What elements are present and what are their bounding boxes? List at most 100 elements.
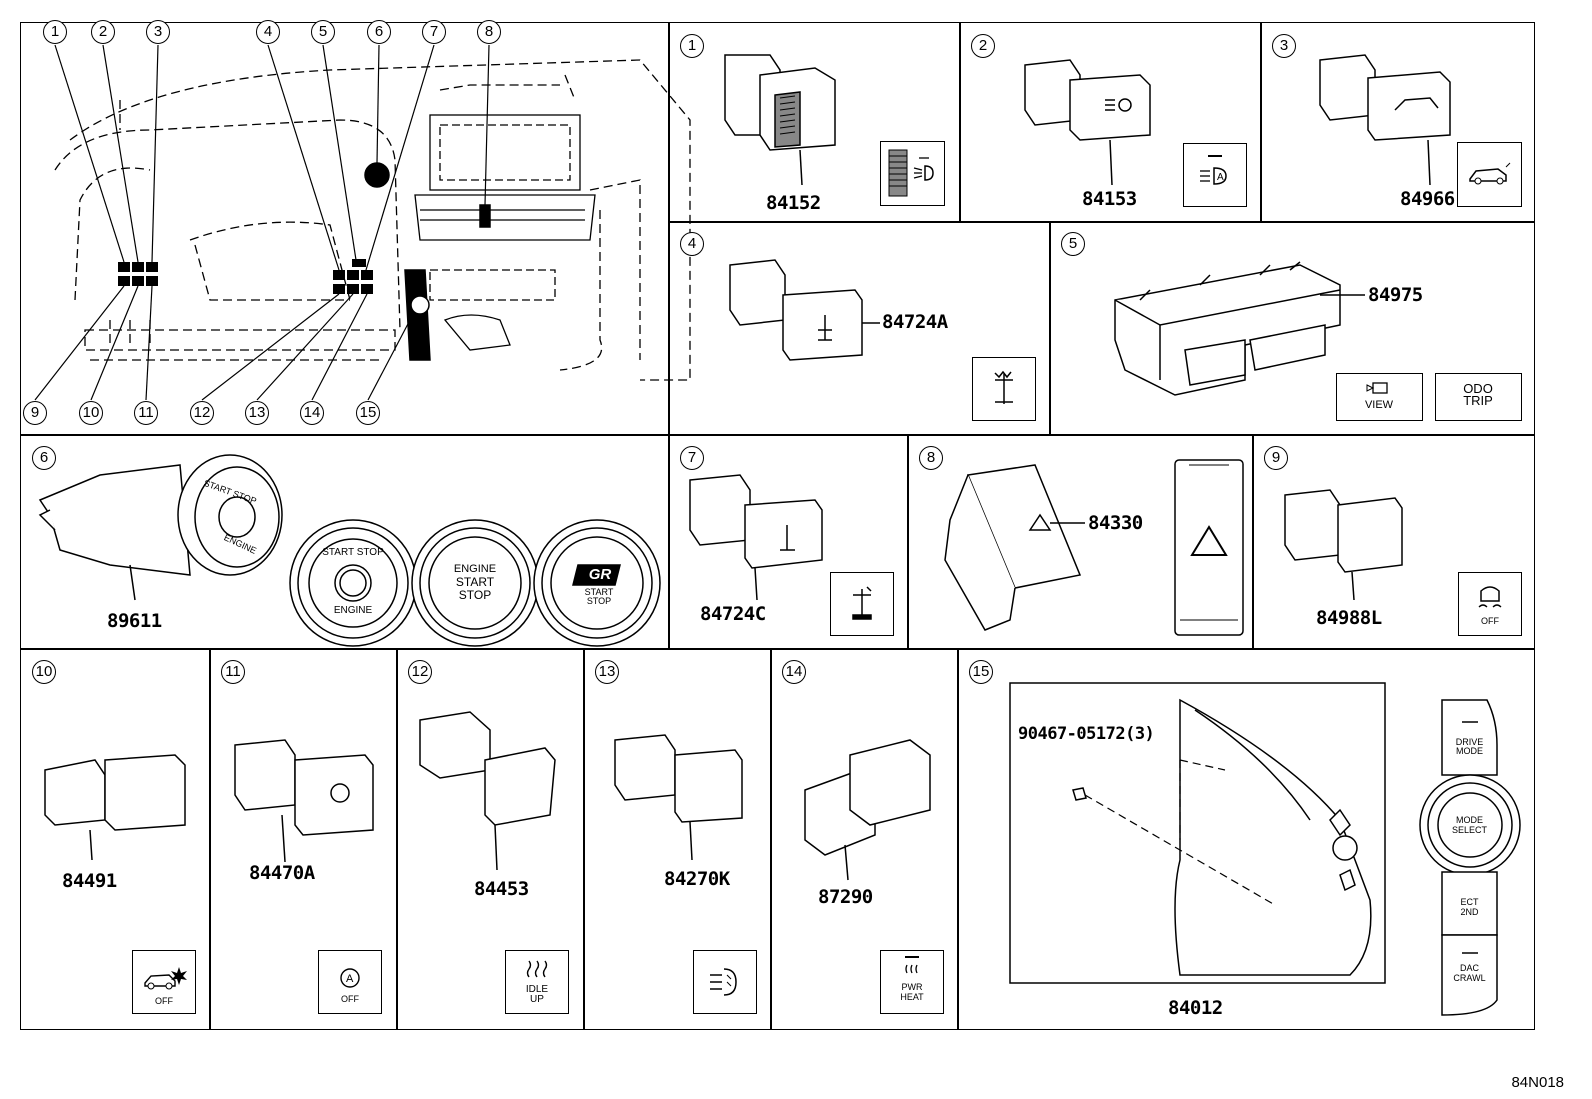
part-number-90467-05172[interactable]: 90467-05172(3) xyxy=(1018,724,1155,744)
odo-label: ODO xyxy=(1463,381,1493,396)
callout-12: 12 xyxy=(190,401,214,425)
icon-box-84724A xyxy=(972,357,1036,421)
part-number-84330[interactable]: 84330 xyxy=(1088,512,1143,534)
cell-6[interactable] xyxy=(20,434,670,650)
parking-sensor-icon xyxy=(144,967,187,990)
part-number-84453[interactable]: 84453 xyxy=(474,878,529,900)
camera-view-icon xyxy=(1366,382,1388,394)
part-84330-drawing xyxy=(944,464,1085,631)
svg-text:A: A xyxy=(346,973,354,985)
right-switch-block xyxy=(333,259,373,294)
part-number-84975[interactable]: 84975 xyxy=(1368,284,1423,306)
icon-box-84470A: A OFF xyxy=(318,950,382,1014)
callout-3: 3 xyxy=(146,20,170,44)
part-number-84270K[interactable]: 84270K xyxy=(664,868,730,890)
callout-6: 6 xyxy=(367,20,391,44)
mode-select-mode-label: MODE xyxy=(1456,815,1483,825)
idle-label: IDLE xyxy=(525,984,549,995)
cell-badge-10: 10 xyxy=(32,660,56,684)
part-number-84988L[interactable]: 84988L xyxy=(1316,607,1382,629)
cell-badge-9: 9 xyxy=(1264,446,1288,470)
cell-badge-7: 7 xyxy=(680,446,704,470)
cell-4[interactable] xyxy=(668,221,1051,436)
part-84491-drawing xyxy=(44,754,186,861)
part-84975-drawing xyxy=(1114,261,1365,396)
bolt-dashed-lines xyxy=(1084,759,1276,906)
drive-label: DRIVE xyxy=(1455,737,1484,747)
gr-logo: GR xyxy=(588,566,612,583)
cell-overview xyxy=(20,22,670,436)
start-label-v2: START xyxy=(455,575,495,589)
leader-lines xyxy=(34,44,490,401)
pwr-label: PWR xyxy=(901,982,923,992)
cell-1[interactable] xyxy=(668,22,961,223)
left-switch-block xyxy=(118,262,158,286)
part-84724C-drawing xyxy=(689,474,823,601)
part-number-84012[interactable]: 84012 xyxy=(1168,997,1223,1019)
off-label-84491: OFF xyxy=(155,996,173,1006)
cell-15[interactable] xyxy=(957,648,1535,1030)
cell-badge-15: 15 xyxy=(969,660,993,684)
callout-2: 2 xyxy=(91,20,115,44)
second-label: 2ND xyxy=(1460,907,1479,917)
drivetrain-icon xyxy=(994,370,1013,404)
cell-12[interactable] xyxy=(396,648,585,1030)
crawl-label: CRAWL xyxy=(1453,973,1486,983)
callout-7: 7 xyxy=(422,20,446,44)
icon-box-84453: IDLE UP xyxy=(505,950,569,1014)
icon-box-84966 xyxy=(1457,142,1522,207)
callout-13: 13 xyxy=(245,401,269,425)
start-label-v3: START xyxy=(584,587,614,597)
cell-badge-13: 13 xyxy=(595,660,619,684)
part-number-87290[interactable]: 87290 xyxy=(818,886,873,908)
cell-badge-12: 12 xyxy=(408,660,432,684)
start-button-variant-1 xyxy=(289,519,417,647)
center-stack xyxy=(414,114,596,351)
up-label: UP xyxy=(530,994,544,1005)
part-84966-drawing xyxy=(1319,54,1451,186)
control-panel-location xyxy=(404,269,431,361)
auto-headlight-icon: A xyxy=(1200,155,1227,185)
callout-8: 8 xyxy=(477,20,501,44)
icon-box-odo-trip: ODO TRIP xyxy=(1435,373,1522,421)
part-number-84966[interactable]: 84966 xyxy=(1400,188,1455,210)
part-number-89611[interactable]: 89611 xyxy=(107,610,162,632)
auto-stop-start-icon: A xyxy=(340,968,360,988)
callout-1: 1 xyxy=(43,20,67,44)
icon-box-84724C xyxy=(830,572,894,636)
cell-11[interactable] xyxy=(209,648,398,1030)
cell-9[interactable] xyxy=(1252,434,1535,650)
icon-box-view: VIEW xyxy=(1336,373,1423,421)
part-number-84724C[interactable]: 84724C xyxy=(700,603,766,625)
cell-3[interactable] xyxy=(1260,22,1535,223)
cell-7[interactable] xyxy=(668,434,909,650)
cell-2[interactable] xyxy=(959,22,1262,223)
icon-box-84153: A xyxy=(1183,143,1247,207)
cell-8[interactable] xyxy=(907,434,1254,650)
cell-badge-6: 6 xyxy=(32,446,56,470)
part-number-84724A[interactable]: 84724A xyxy=(882,311,948,333)
cell-13[interactable] xyxy=(583,648,772,1030)
part-84270K-drawing xyxy=(614,734,743,861)
off-label-84988L: OFF xyxy=(1481,616,1499,626)
cell-badge-14: 14 xyxy=(782,660,806,684)
part-number-84152[interactable]: 84152 xyxy=(766,192,821,214)
part-84453-drawing xyxy=(419,711,556,871)
part-number-84470A[interactable]: 84470A xyxy=(249,862,315,884)
callout-11: 11 xyxy=(134,401,158,425)
hazard-triangle-icon xyxy=(1190,525,1228,556)
power-heat-icon xyxy=(905,956,919,974)
part-number-84153[interactable]: 84153 xyxy=(1082,188,1137,210)
cell-10[interactable] xyxy=(20,648,211,1030)
part-84988L-drawing xyxy=(1284,489,1403,601)
part-84012-drawing xyxy=(1174,698,1372,976)
part-number-84491[interactable]: 84491 xyxy=(62,870,117,892)
icon-box-84491: OFF xyxy=(132,950,196,1014)
heat-waves-icon xyxy=(526,960,548,978)
off-label-84470A: OFF xyxy=(341,994,359,1004)
cell-5[interactable] xyxy=(1049,221,1535,436)
cell-14[interactable] xyxy=(770,648,959,1030)
start-stop-label-v1: START STOP xyxy=(322,547,384,558)
diagram-code: 84N018 xyxy=(1511,1074,1564,1091)
